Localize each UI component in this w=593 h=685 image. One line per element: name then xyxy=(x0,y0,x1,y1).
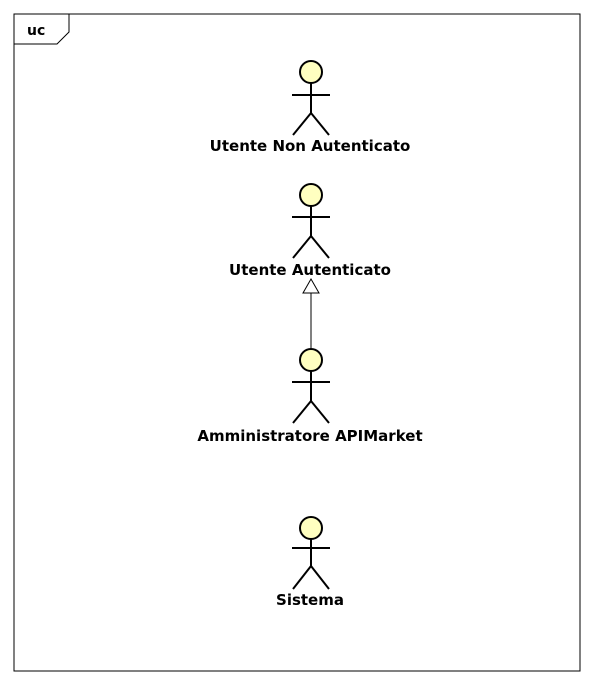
generalization-relation[interactable] xyxy=(302,277,320,348)
actor-right-leg xyxy=(310,565,330,590)
diagram-frame xyxy=(13,13,581,672)
actor-sistema[interactable]: Sistema xyxy=(276,516,344,609)
actor-right-leg xyxy=(310,112,330,136)
actor-right-leg xyxy=(310,235,330,259)
actor-right-leg xyxy=(310,400,330,424)
actor-label: Utente Autenticato xyxy=(229,261,391,279)
actor-label: Utente Non Autenticato xyxy=(210,137,411,155)
frame-label-tab xyxy=(13,13,70,45)
actor-head xyxy=(299,60,323,84)
actor-left-leg xyxy=(292,400,312,424)
generalization-arrowhead xyxy=(302,277,320,294)
frame-label: uc xyxy=(27,23,45,39)
actor-amministratore-apimarket[interactable]: Amministratore APIMarket xyxy=(197,348,423,445)
actor-left-leg xyxy=(292,235,312,259)
actor-label: Sistema xyxy=(276,591,344,609)
actor-head xyxy=(299,348,323,372)
actor-utente-non-autenticato[interactable]: Utente Non Autenticato xyxy=(210,60,411,155)
actor-head xyxy=(299,183,323,207)
actor-label: Amministratore APIMarket xyxy=(197,427,422,445)
actor-utente-autenticato[interactable]: Utente Autenticato xyxy=(229,183,391,279)
actor-left-leg xyxy=(292,565,312,590)
actor-left-leg xyxy=(292,112,312,136)
actor-head xyxy=(299,516,323,540)
